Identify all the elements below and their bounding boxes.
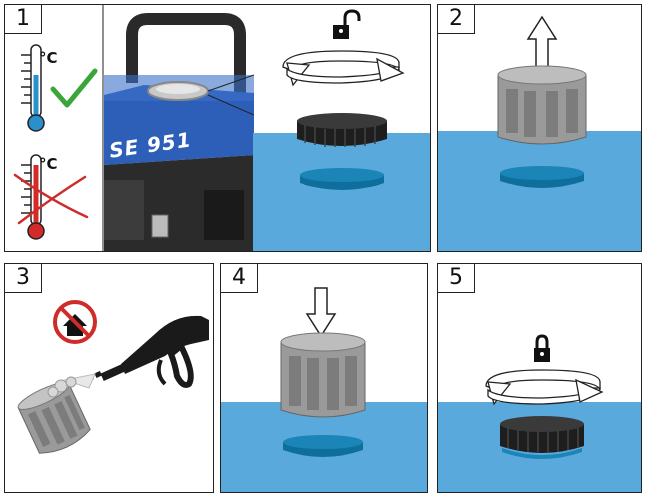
step-panel-5: 5 — [437, 263, 642, 493]
fuel-cap — [500, 416, 584, 459]
unlock-icon — [333, 9, 361, 39]
step-panel-1: 1 — [4, 4, 431, 252]
thermometer-icon — [21, 44, 45, 132]
cross-icon — [13, 173, 89, 225]
cap-close-scene — [438, 334, 641, 492]
step-number-2: 2 — [438, 5, 475, 34]
no-indoor-icon — [53, 300, 97, 344]
check-icon — [50, 68, 98, 108]
generator-photo — [104, 5, 254, 251]
blow-clean-scene — [17, 300, 209, 454]
step-number-1: 1 — [5, 5, 42, 34]
step-panel-2: 2 — [437, 4, 642, 252]
down-arrow-icon — [305, 287, 337, 338]
step-number-3: 3 — [5, 264, 42, 293]
rotate-arrow-icon — [485, 369, 604, 406]
filter-lift-scene — [438, 15, 641, 251]
air-gun-icon — [84, 315, 209, 388]
fuel-tank-opening — [283, 435, 363, 457]
lock-icon — [534, 334, 550, 362]
temperature-unit-ok: °C — [39, 49, 58, 67]
temperature-unit-bad: °C — [39, 155, 58, 173]
temperature-column — [13, 5, 104, 251]
fuel-tank-opening — [500, 166, 584, 188]
fuel-cap — [297, 113, 387, 147]
fuel-filter — [280, 332, 366, 418]
step-panel-4: 4 — [220, 263, 428, 493]
rotate-arrow-icon — [282, 50, 405, 87]
fuel-tank-opening — [300, 168, 384, 190]
filter-insert-scene — [221, 287, 427, 492]
step-number-5: 5 — [438, 264, 475, 293]
fuel-filter — [17, 382, 91, 454]
up-arrow-icon — [526, 15, 558, 68]
step-panel-3: 3 — [4, 263, 214, 493]
fuel-filter — [497, 65, 587, 145]
cap-open-scene — [253, 9, 430, 251]
step-number-4: 4 — [221, 264, 258, 293]
